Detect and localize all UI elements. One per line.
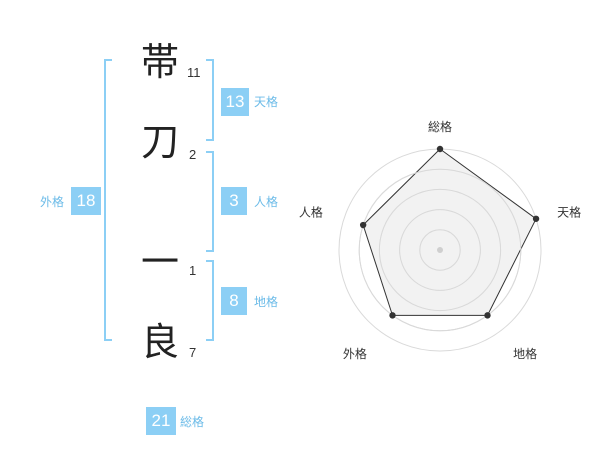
stroke-count-4: 7 — [189, 345, 197, 360]
jinkaku-bracket — [206, 151, 214, 252]
tenkaku-bracket — [206, 59, 214, 141]
radar-ring-inner — [358, 168, 522, 332]
chikaku-value: 8 — [221, 287, 247, 315]
name-char-4: 良 — [141, 320, 180, 364]
chikaku-bracket — [206, 260, 214, 341]
radar-point-5 — [359, 221, 367, 229]
jinkaku-value: 3 — [221, 187, 247, 215]
radar-point-4 — [389, 312, 396, 319]
radar-ring-inner — [419, 229, 461, 271]
soukaku-label: 総格 — [180, 415, 205, 429]
name-char-3: 一 — [141, 240, 180, 284]
gaikaku-label: 外格 — [40, 195, 65, 209]
jinkaku-label: 人格 — [254, 195, 279, 209]
soukaku-value: 21 — [146, 407, 176, 435]
tenkaku-value: 13 — [221, 88, 249, 116]
radar-ring-inner — [399, 209, 481, 291]
stroke-count-2: 2 — [189, 147, 197, 162]
stroke-count-3: 1 — [189, 263, 197, 278]
radar-axis-label-3: 地格 — [513, 346, 537, 361]
radar-ring-inner — [378, 188, 502, 312]
radar-point-3 — [484, 312, 491, 319]
name-char-1: 帯 — [141, 40, 180, 84]
radar-center-dot — [437, 247, 443, 253]
radar-axis-label-1: 総格 — [428, 119, 452, 134]
radar-axis-label-2: 天格 — [557, 205, 581, 220]
tenkaku-label: 天格 — [254, 95, 279, 109]
stroke-count-1: 11 — [187, 65, 201, 80]
radar-axis-label-4: 外格 — [343, 346, 367, 361]
radar-axis-label-5: 人格 — [299, 205, 323, 220]
gaikaku-bracket — [104, 59, 112, 341]
radar-point-2 — [532, 215, 540, 222]
radar-point-1 — [436, 145, 444, 153]
name-char-2: 刀 — [141, 120, 180, 164]
chikaku-label: 地格 — [254, 295, 279, 309]
gaikaku-value: 18 — [71, 187, 101, 215]
